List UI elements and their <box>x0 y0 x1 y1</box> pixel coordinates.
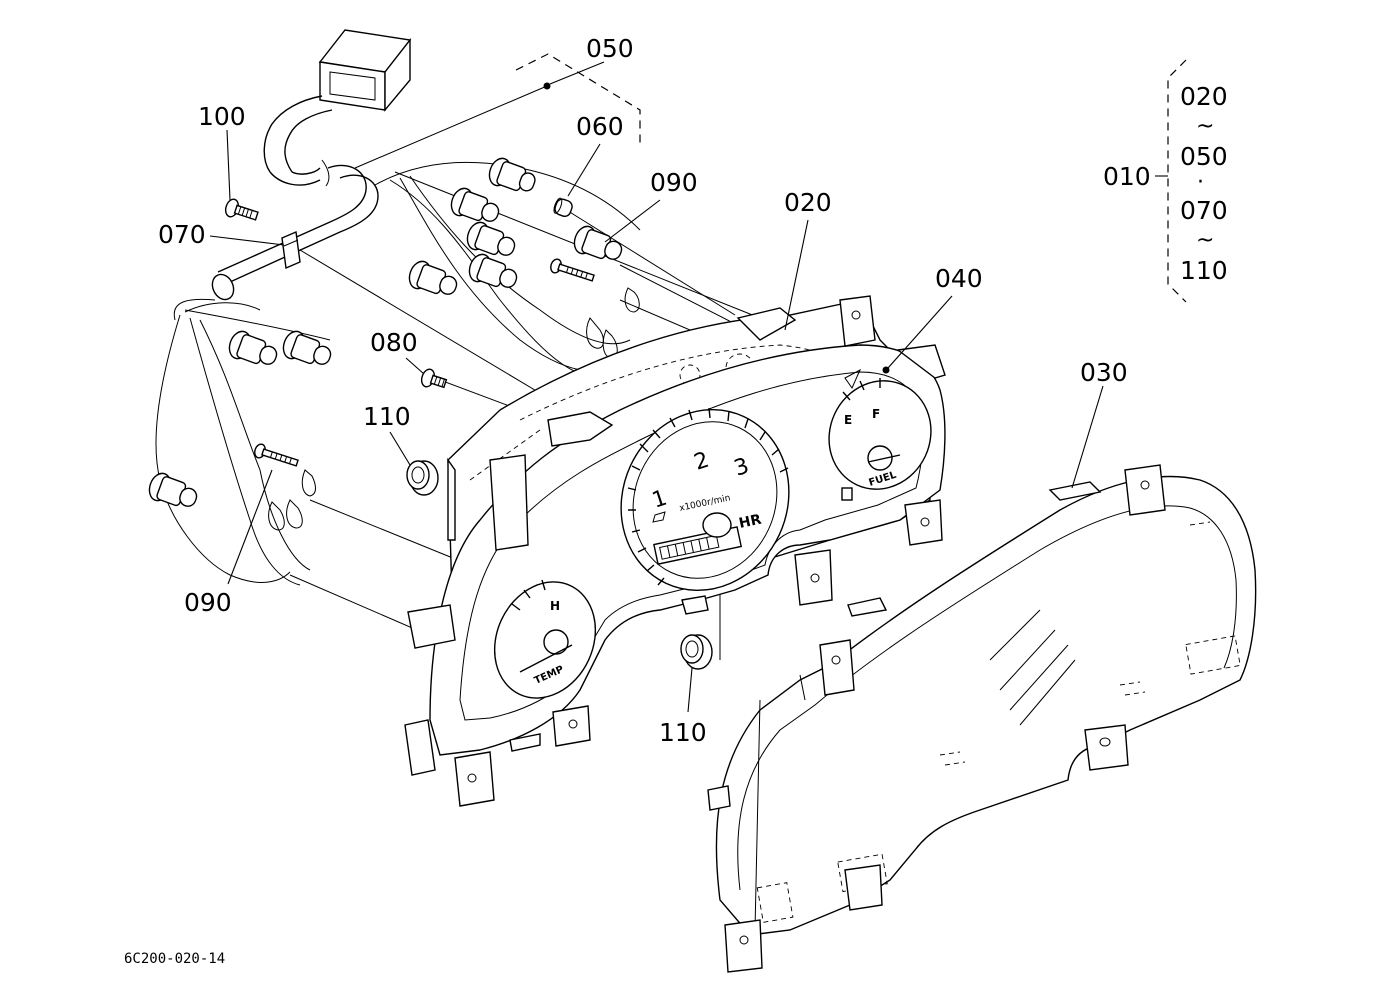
callout-040: 040 <box>935 264 983 293</box>
range-end-110: 110 <box>1180 256 1228 285</box>
callout-060: 060 <box>576 112 624 141</box>
range-start-020: 020 <box>1180 82 1228 111</box>
screw-080 <box>420 368 448 389</box>
callout-leaders <box>209 53 1187 713</box>
callout-070: 070 <box>158 220 206 249</box>
range-dot: · <box>1197 170 1204 195</box>
callout-110-lower: 110 <box>659 718 707 747</box>
hour-unit-label: HR <box>738 512 764 532</box>
callout-080: 080 <box>370 328 418 357</box>
callout-110-upper: 110 <box>363 402 411 431</box>
callout-050: 050 <box>586 34 634 63</box>
grommet-110-upper <box>406 460 439 496</box>
fuel-empty-mark: E <box>844 413 852 427</box>
range-start-070: 070 <box>1180 196 1228 225</box>
callout-030: 030 <box>1080 358 1128 387</box>
wire-clamp <box>281 230 301 270</box>
screw-100 <box>224 198 259 221</box>
grommet-110-lower <box>680 634 713 670</box>
callout-100: 100 <box>198 102 246 131</box>
bulb-sockets <box>148 157 623 507</box>
range-tilde-1: ~ <box>1196 114 1215 139</box>
wiring-harness <box>155 29 641 586</box>
callout-020: 020 <box>784 188 832 217</box>
temp-hot-mark: H <box>550 599 560 613</box>
bulb-060 <box>553 197 573 217</box>
range-end-050: 050 <box>1180 142 1228 171</box>
fuel-full-mark: F <box>872 407 880 421</box>
range-tilde-2: ~ <box>1196 228 1215 253</box>
harness-connector <box>318 29 412 112</box>
tach-ticks <box>627 407 789 586</box>
drawing-code: 6C200-020-14 <box>124 951 226 967</box>
grommets <box>406 460 713 670</box>
screw-090-upper <box>550 258 595 282</box>
clear-cover-030 <box>707 464 1257 973</box>
callout-010: 010 <box>1103 162 1151 191</box>
screws <box>224 198 595 467</box>
callout-090-lower: 090 <box>184 588 232 617</box>
callout-090-upper: 090 <box>650 168 698 197</box>
screw-090-lower <box>254 443 299 467</box>
gauge-housing-040 <box>404 295 946 807</box>
